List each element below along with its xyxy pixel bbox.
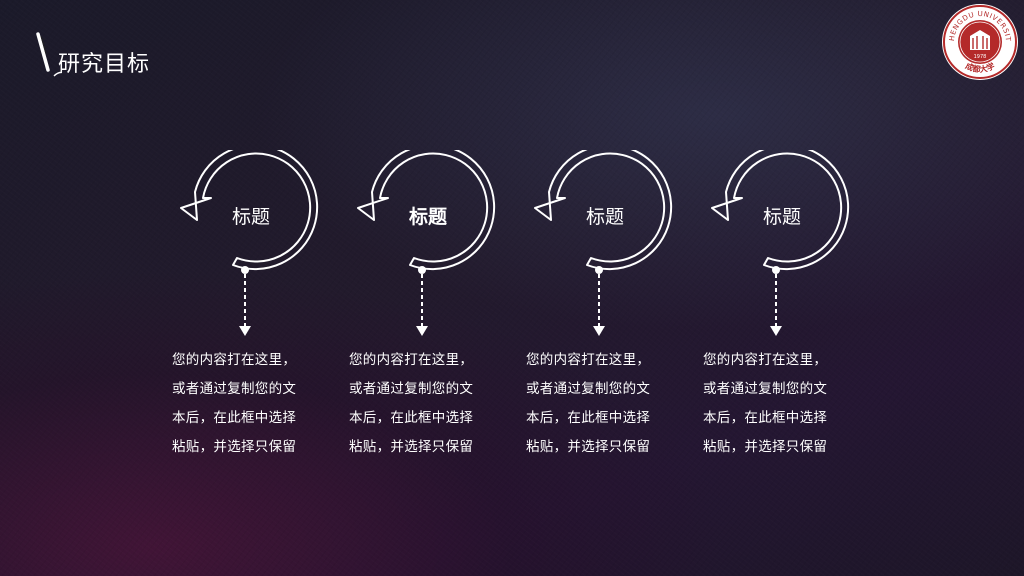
step-description: 您的内容打在这里， 或者通过复制您的文 本后，在此框中选择 粘贴，并选择只保留 — [526, 352, 651, 455]
step-item-1: 标题 您的内容打在这里， 或者通过复制您的文 本后，在此框中选择 粘贴，并选择只… — [172, 150, 345, 470]
circular-arrow-icon — [711, 150, 850, 336]
step-title: 标题 — [762, 206, 801, 228]
pencil-stroke-icon — [36, 32, 62, 77]
step-item-2: 标题 您的内容打在这里， 或者通过复制您的文 本后，在此框中选择 粘贴，并选择只… — [349, 150, 522, 470]
step-title: 标题 — [231, 206, 270, 228]
circular-arrow-icon — [534, 150, 673, 336]
step-item-3: 标题 您的内容打在这里， 或者通过复制您的文 本后，在此框中选择 粘贴，并选择只… — [526, 150, 699, 470]
step-item-4: 标题 您的内容打在这里， 或者通过复制您的文 本后，在此框中选择 粘贴，并选择只… — [703, 150, 876, 470]
page-title: 研究目标 — [58, 52, 151, 77]
step-description: 您的内容打在这里， 或者通过复制您的文 本后，在此框中选择 粘贴，并选择只保留 — [172, 352, 297, 455]
chengdu-university-emblem: CHENGDU UNIVERSITY 成都大学 1978 — [940, 2, 1018, 80]
step-description: 您的内容打在这里， 或者通过复制您的文 本后，在此框中选择 粘贴，并选择只保留 — [703, 352, 828, 455]
step-description: 您的内容打在这里， 或者通过复制您的文 本后，在此框中选择 粘贴，并选择只保留 — [349, 352, 474, 455]
logo-year: 1978 — [974, 54, 987, 60]
step-title: 标题 — [408, 206, 447, 228]
circular-arrow-icon — [180, 150, 319, 336]
logo-cn-name: 成都大学 — [964, 61, 996, 75]
header: 研究目标 — [34, 30, 234, 80]
step-title: 标题 — [585, 206, 624, 228]
circular-arrow-icon — [357, 150, 496, 336]
